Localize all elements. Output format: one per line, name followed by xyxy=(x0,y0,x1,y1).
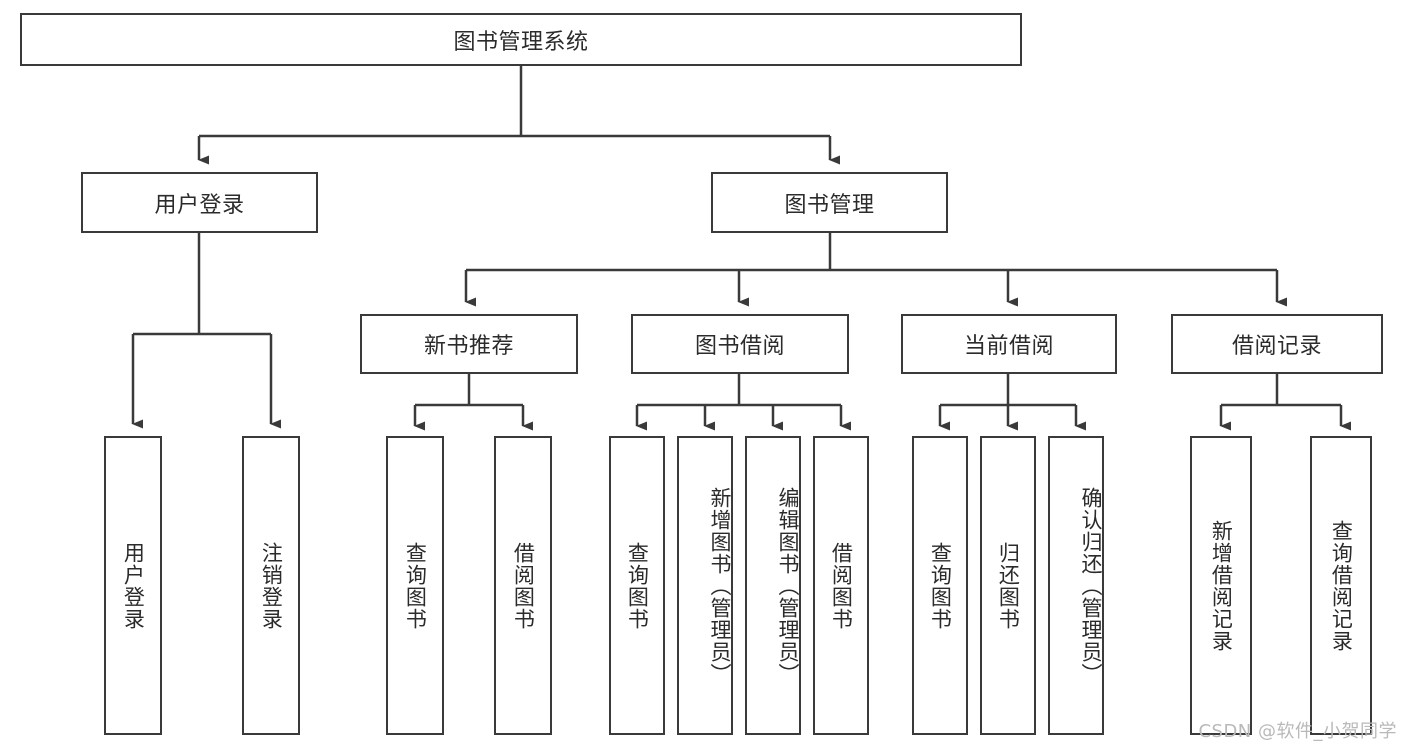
node-book-borrow-label: 图书借阅 xyxy=(694,334,785,359)
node-new-book-recommend[interactable]: 新书推荐 xyxy=(360,314,578,374)
leaf-label: 查询图书 xyxy=(928,541,953,630)
node-borrow-record-label: 借阅记录 xyxy=(1231,334,1322,359)
leaf-recommend-query-book[interactable]: 查询图书 xyxy=(386,436,444,735)
leaf-record-add-record[interactable]: 新增借阅记录 xyxy=(1190,436,1252,735)
leaf-label: 新增图书（管理员） xyxy=(708,486,732,685)
leaf-label: 用户登录 xyxy=(121,541,146,630)
leaf-label: 查询图书 xyxy=(625,541,650,630)
leaf-label: 借阅图书 xyxy=(511,541,536,630)
leaf-user-login-logout[interactable]: 注销登录 xyxy=(242,436,300,735)
leaf-record-query-record[interactable]: 查询借阅记录 xyxy=(1310,436,1372,735)
leaf-borrow-query-book[interactable]: 查询图书 xyxy=(609,436,665,735)
leaf-current-confirm-return-admin[interactable]: 确认归还（管理员） xyxy=(1048,436,1104,735)
node-root[interactable]: 图书管理系统 xyxy=(20,13,1022,66)
leaf-user-login-login[interactable]: 用户登录 xyxy=(104,436,162,735)
leaf-label: 查询图书 xyxy=(403,541,428,630)
watermark: CSDN @软件_小贺同学 xyxy=(1198,721,1397,742)
node-user-login[interactable]: 用户登录 xyxy=(81,172,318,233)
node-book-management-label: 图书管理 xyxy=(784,192,875,218)
node-current-borrow-label: 当前借阅 xyxy=(963,334,1054,359)
node-user-login-label: 用户登录 xyxy=(154,192,245,218)
leaf-borrow-add-book-admin[interactable]: 新增图书（管理员） xyxy=(677,436,733,735)
node-root-label: 图书管理系统 xyxy=(453,29,589,55)
leaf-label: 注销登录 xyxy=(259,541,284,630)
leaf-current-return-book[interactable]: 归还图书 xyxy=(980,436,1036,735)
leaf-label: 编辑图书（管理员） xyxy=(776,486,800,685)
node-book-borrow[interactable]: 图书借阅 xyxy=(631,314,849,374)
leaf-label: 确认归还（管理员） xyxy=(1079,486,1103,685)
node-book-management[interactable]: 图书管理 xyxy=(711,172,948,233)
leaf-borrow-borrow-book[interactable]: 借阅图书 xyxy=(813,436,869,735)
leaf-borrow-edit-book-admin[interactable]: 编辑图书（管理员） xyxy=(745,436,801,735)
leaf-label: 归还图书 xyxy=(996,541,1021,630)
leaf-label: 借阅图书 xyxy=(829,541,854,630)
leaf-current-query-book[interactable]: 查询图书 xyxy=(912,436,968,735)
leaf-label: 查询借阅记录 xyxy=(1329,519,1354,652)
leaf-label: 新增借阅记录 xyxy=(1209,519,1234,652)
node-borrow-record[interactable]: 借阅记录 xyxy=(1171,314,1383,374)
node-new-book-recommend-label: 新书推荐 xyxy=(423,334,514,359)
leaf-recommend-borrow-book[interactable]: 借阅图书 xyxy=(494,436,552,735)
node-current-borrow[interactable]: 当前借阅 xyxy=(901,314,1117,374)
